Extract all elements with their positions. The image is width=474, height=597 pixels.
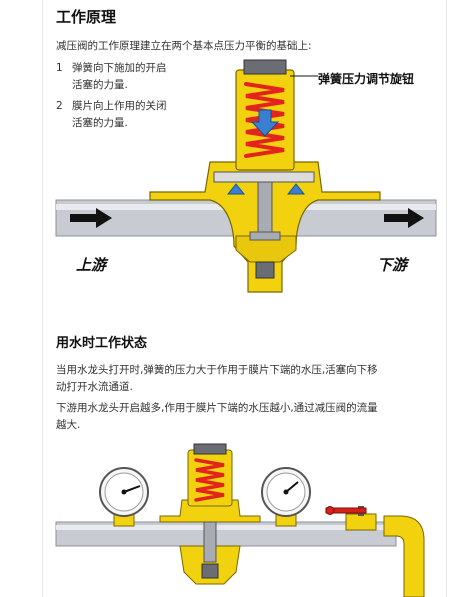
list-item-2: 2 膜片向上作用的关闭活塞的力量. xyxy=(56,98,167,132)
spring-force-arrow xyxy=(250,109,280,137)
paragraph-1: 当用水龙头打开时,弹簧的压力大于作用于膜片下端的水压,活塞向下移 动打开水流通道… xyxy=(56,362,442,396)
spring xyxy=(194,458,225,502)
list-item-line: 活塞的力量. xyxy=(72,79,128,91)
paragraph-line: 动打开水流通道. xyxy=(56,381,133,393)
piston-plug xyxy=(255,261,275,279)
list-item-line: 活塞的力量. xyxy=(72,117,128,129)
pipe-elbow xyxy=(383,515,425,597)
label-upstream: 上游 xyxy=(76,256,107,274)
paragraph-2: 下游用水龙头开启越多,作用于膜片下端的水压越小,通过减压阀的流量 越大. xyxy=(56,400,442,434)
diaphragm-force-arrow-right xyxy=(286,183,306,195)
page-border-left xyxy=(42,0,43,597)
ball-valve xyxy=(345,513,377,531)
list-item-line: 膜片向上作用的关闭 xyxy=(72,100,167,112)
flow-arrow-out xyxy=(384,208,424,228)
paragraph-line: 越大. xyxy=(56,419,81,431)
adjust-knob xyxy=(193,443,227,455)
diaphragm-force-arrow-left xyxy=(226,183,246,195)
piston-stem xyxy=(203,521,217,563)
page-border-right xyxy=(446,0,447,597)
list-item-number: 1 xyxy=(56,62,63,74)
valve-bowl xyxy=(235,235,297,263)
section-title-principle: 工作原理 xyxy=(56,8,117,26)
pressure-gauge-right xyxy=(261,467,311,517)
intro-text: 减压阀的工作原理建立在两个基本点压力平衡的基础上: xyxy=(56,40,312,52)
piston-plug xyxy=(201,563,219,579)
piston-seat xyxy=(249,231,281,241)
flow-arrow-in xyxy=(70,208,112,228)
paragraph-line: 下游用水龙头开启越多,作用于膜片下端的水压越小,通过减压阀的流量 xyxy=(56,402,378,414)
valve-body xyxy=(159,499,261,523)
spring xyxy=(244,82,285,158)
section-title-working: 用水时工作状态 xyxy=(56,336,148,351)
pressure-gauge-left xyxy=(99,467,149,517)
adjust-knob xyxy=(243,59,287,75)
list-item-number: 2 xyxy=(56,100,63,112)
list-item-line: 弹簧向下施加的开启 xyxy=(72,62,167,74)
label-downstream: 下游 xyxy=(377,256,408,274)
paragraph-line: 当用水龙头打开时,弹簧的压力大于作用于膜片下端的水压,活塞向下移 xyxy=(56,364,378,376)
valve-handle-end xyxy=(325,506,335,515)
pipe-highlight xyxy=(56,525,396,530)
list-item-1: 1 弹簧向下施加的开启活塞的力量. xyxy=(56,60,167,94)
callout-spring-knob: 弹簧压力调节旋钮 xyxy=(318,72,415,86)
